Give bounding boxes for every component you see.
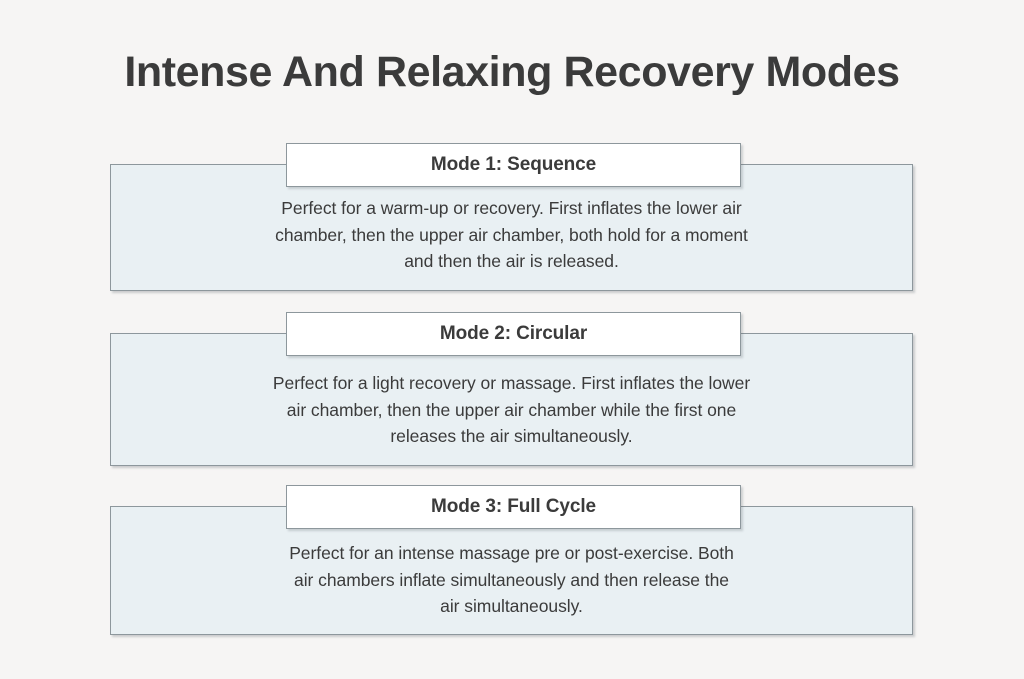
mode-card-label-text: Mode 3: Full Cycle — [430, 496, 596, 517]
mode-card-label: Mode 1: Sequence — [286, 143, 741, 187]
mode-card-label-text: Mode 2: Circular — [439, 323, 588, 344]
mode-card-description: Perfect for an intense massage pre or po… — [289, 543, 734, 616]
mode-card: Mode 1: Sequence Perfect for a warm-up o… — [110, 143, 913, 291]
mode-card: Mode 3: Full Cycle Perfect for an intens… — [110, 485, 913, 635]
mode-card-label: Mode 2: Circular — [286, 312, 741, 356]
page-title: Intense And Relaxing Recovery Modes — [124, 48, 900, 96]
mode-card: Mode 2: Circular Perfect for a light rec… — [110, 312, 913, 466]
mode-card-description: Perfect for a warm-up or recovery. First… — [275, 198, 748, 271]
mode-card-description: Perfect for a light recovery or massage.… — [272, 373, 751, 446]
mode-card-label-text: Mode 1: Sequence — [430, 154, 597, 175]
mode-card-label: Mode 3: Full Cycle — [286, 485, 741, 529]
